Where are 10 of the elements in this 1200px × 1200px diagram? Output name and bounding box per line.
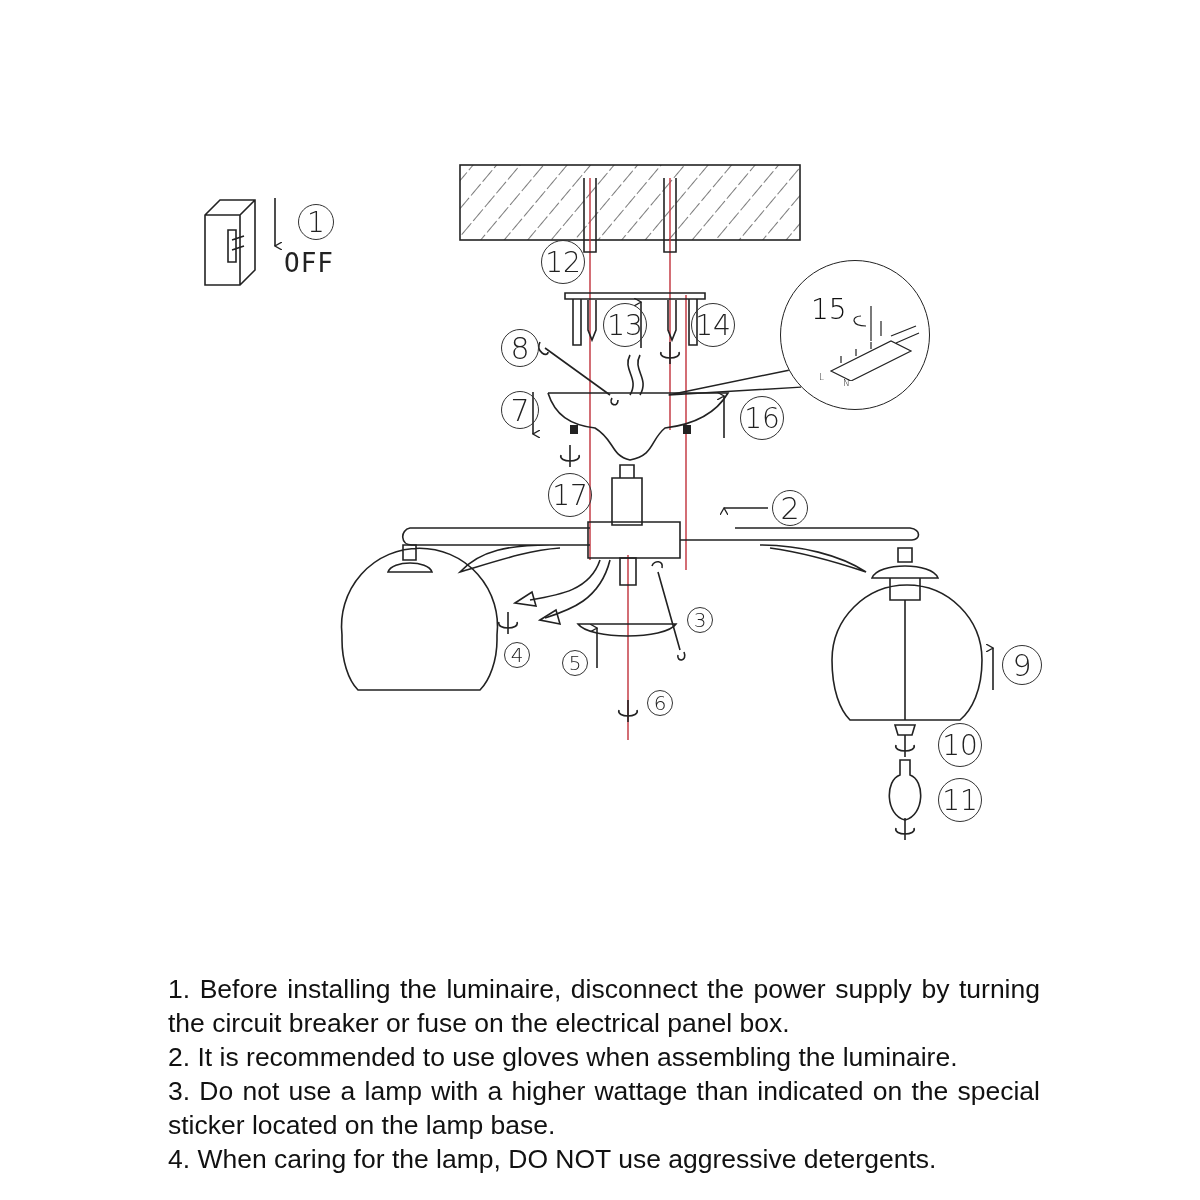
wire-label: L [819,373,824,382]
instruction-note: 2. It is recommended to use gloves when assembling the luminaire. [168,1041,959,1074]
instruction-note: 1. Before installing the luminaire, disconnect the power supply by turning the circuit breaker or fuse on the electrical panel box. [168,973,1040,1040]
instruction-note: 3. Do not use a lamp with a higher wattage than indicated on the special sticker located on the lamp base. [168,1075,1040,1142]
wire-label: N [843,379,850,388]
leader-line [667,369,802,396]
callout-number: 15 [811,296,847,324]
ceiling-canopy-drawing [547,392,729,461]
instruction-note: 4. When caring for the lamp, DO NOT use aggressive detergents. [168,1143,938,1176]
switch-state-label: OFF [284,248,334,278]
